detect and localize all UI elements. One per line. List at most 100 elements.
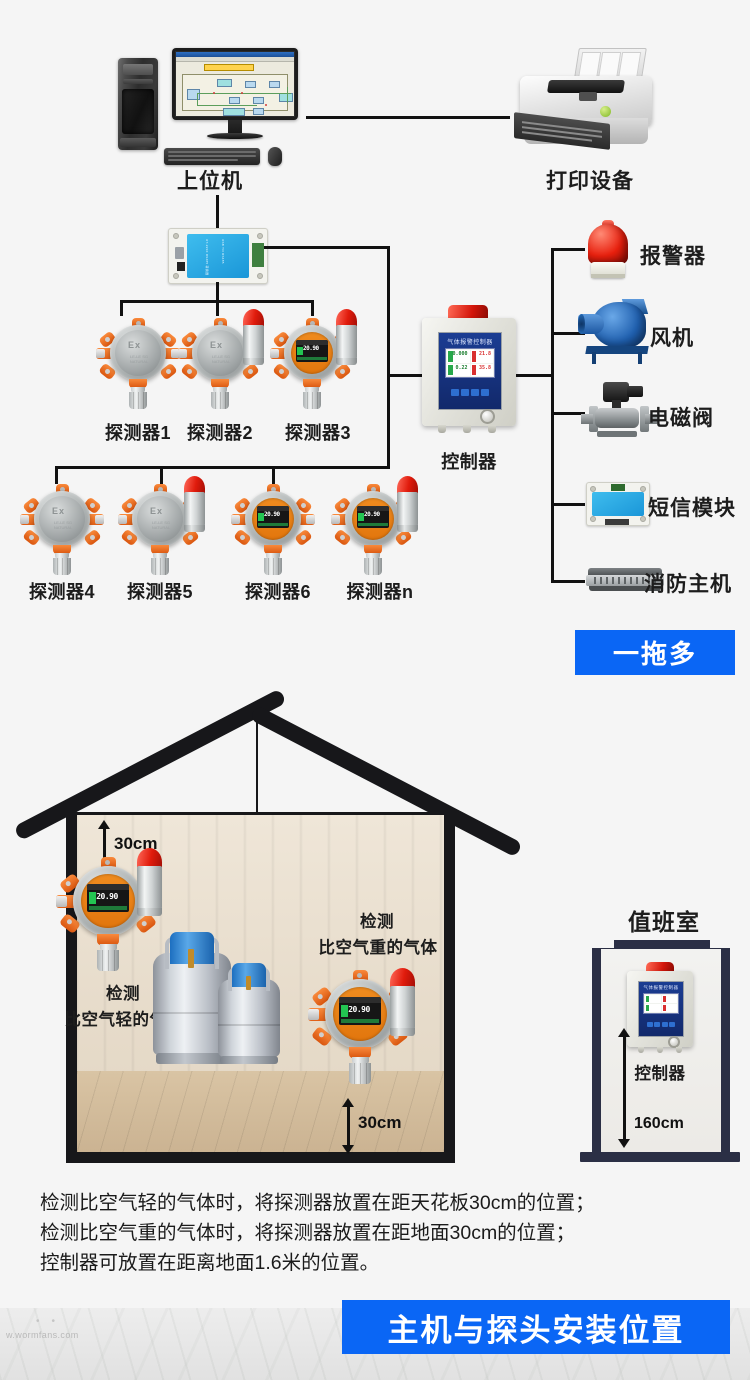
controller-knob[interactable] <box>480 409 495 424</box>
bus-row2-d1 <box>55 466 58 484</box>
link-bus-controller <box>387 374 423 377</box>
bus-converter-drop <box>216 282 219 302</box>
controller-readout-0: 0.000 <box>452 351 468 357</box>
duty-controller-panel: 气体报警控制器 <box>638 981 684 1037</box>
link-pc-converter <box>216 195 219 228</box>
detector-face-mark: Ex <box>128 340 142 350</box>
detector-face-mark: Ex <box>150 506 164 516</box>
detector-5-label: 探测器5 <box>126 582 193 602</box>
output-label-fan: 风机 <box>650 327 694 350</box>
output-branch-1 <box>551 248 585 251</box>
controller-readout-1: 21.8 <box>478 351 491 357</box>
system-topology-diagram: 上位机 打印设备 UT-2210 RS485 转换器 USB TO RS485 <box>0 0 750 690</box>
floor-beacon-icon <box>390 968 415 1036</box>
duty-ground-bar <box>580 1152 740 1162</box>
detector-1-label: 探测器1 <box>104 423 171 443</box>
bus-row1-d3 <box>311 300 314 316</box>
detector-2-label: 探测器2 <box>186 423 253 443</box>
detector-3-beacon-icon <box>336 309 357 365</box>
floor-distance-arrow <box>342 1098 354 1154</box>
installation-note-line1: 检测比空气轻的气体时，将探测器放置在距天花板30cm的位置； <box>40 1192 595 1214</box>
controller-screen: 0.000 21.8 0.22 35.8 <box>445 348 495 378</box>
house-installation-diagram: 30cm 20.90 <box>13 688 550 1170</box>
controller-panel: 气体报警控制器 0.000 21.8 0.22 35.8 <box>438 332 502 410</box>
output-label-sms: 短信模块 <box>648 497 736 520</box>
floor-distance-label: 30cm <box>358 1113 402 1132</box>
bus-row1-d2 <box>216 300 219 316</box>
controller-panel-title: 气体报警控制器 <box>447 340 493 346</box>
ceiling-beacon-icon <box>137 848 162 916</box>
duty-height-label: 160cm <box>634 1115 684 1132</box>
output-label-valve: 电磁阀 <box>648 407 714 430</box>
sms-module-icon <box>586 482 650 526</box>
controller-label: 控制器 <box>441 452 497 472</box>
roof-eave <box>64 812 454 815</box>
detector-5-beacon-icon <box>184 476 205 532</box>
output-branch-2 <box>551 332 585 335</box>
detector-2-beacon-icon <box>243 309 264 365</box>
controller-keypad[interactable] <box>451 389 489 396</box>
duty-room-title: 值班室 <box>628 909 700 935</box>
detector-face-mark: Ex <box>210 340 224 350</box>
installation-note-line2: 检测比空气重的气体时，将探测器放置在距地面30cm的位置； <box>40 1222 576 1244</box>
detector-face-mark: Ex <box>52 506 66 516</box>
output-label-firehost: 消防主机 <box>644 573 732 596</box>
gas-cylinder-small-icon <box>218 963 280 1064</box>
detector-6-label: 探测器6 <box>244 582 311 602</box>
mouse-icon <box>268 147 282 166</box>
duty-controller-keypad[interactable] <box>647 1022 675 1027</box>
detector-reading: 20.90 <box>348 1004 370 1014</box>
ceiling-detector-icon: 20.90 <box>56 857 160 973</box>
printer-icon <box>514 48 664 153</box>
house-floor-bar <box>66 1152 455 1163</box>
detector-n-display: 20.90 <box>357 506 389 528</box>
bus-converter-to-right <box>264 246 390 249</box>
detector-reading: 20.90 <box>264 511 280 519</box>
bus-right-drop <box>387 246 390 466</box>
duty-controller-knob[interactable] <box>668 1036 680 1048</box>
heavy-gas-label-line1: 检测 <box>360 913 394 931</box>
alarm-lamp-icon-body <box>586 220 630 282</box>
blower-fan-icon <box>578 299 654 366</box>
ceiling-detector-display: 20.90 <box>87 884 129 912</box>
duty-top-bar <box>614 940 710 949</box>
floor-detector-display: 20.90 <box>339 997 381 1025</box>
duty-height-arrow <box>618 1028 630 1148</box>
pc-tower-icon <box>118 58 158 150</box>
detector-3-label: 探测器3 <box>284 423 351 443</box>
link-controller-outputs <box>516 374 552 377</box>
duty-room-diagram: 值班室 气体报警控制器 控制器 160cm <box>580 909 740 1168</box>
detector-reading: 20.90 <box>364 511 380 519</box>
printer-label: 打印设备 <box>546 170 634 193</box>
duty-controller-screen <box>643 993 679 1014</box>
house-wall-left <box>66 812 77 1160</box>
detector-6-display: 20.90 <box>257 506 289 528</box>
floor-detector-icon: 20.90 <box>308 970 412 1086</box>
light-gas-label-line1: 检测 <box>106 985 140 1003</box>
heavy-gas-label-line2: 比空气重的气体 <box>318 939 438 957</box>
controller-readout-2: 0.22 <box>455 364 468 371</box>
duty-controller-panel-title: 气体报警控制器 <box>643 985 679 990</box>
duty-controller-label: 控制器 <box>634 1065 686 1083</box>
rs485-converter-module-icon: UT-2210 RS485 转换器 USB TO RS485 <box>168 228 268 284</box>
controller-readout-3: 35.8 <box>478 364 491 371</box>
detector-n-icon: 20.90 <box>331 484 415 576</box>
keyboard-icon <box>164 148 260 165</box>
section-badge-one-to-many: 一拖多 <box>575 630 735 675</box>
output-bus-vertical <box>551 248 554 582</box>
fire-host-icon <box>586 568 664 594</box>
output-branch-5 <box>551 580 585 583</box>
host-computer-label: 上位机 <box>177 170 243 193</box>
duty-controller-icon: 气体报警控制器 <box>627 962 693 1053</box>
detector-4-label: 探测器4 <box>28 582 95 602</box>
host-computer-group <box>118 48 308 168</box>
detector-6-icon: 20.90 <box>231 484 315 576</box>
detector-n-label: 探测器n <box>346 582 414 602</box>
watermark-text: w.wormfans.com <box>6 1330 79 1340</box>
bus-row2-d3 <box>272 466 275 484</box>
duty-wall-left <box>592 948 601 1154</box>
output-branch-4 <box>551 503 585 506</box>
